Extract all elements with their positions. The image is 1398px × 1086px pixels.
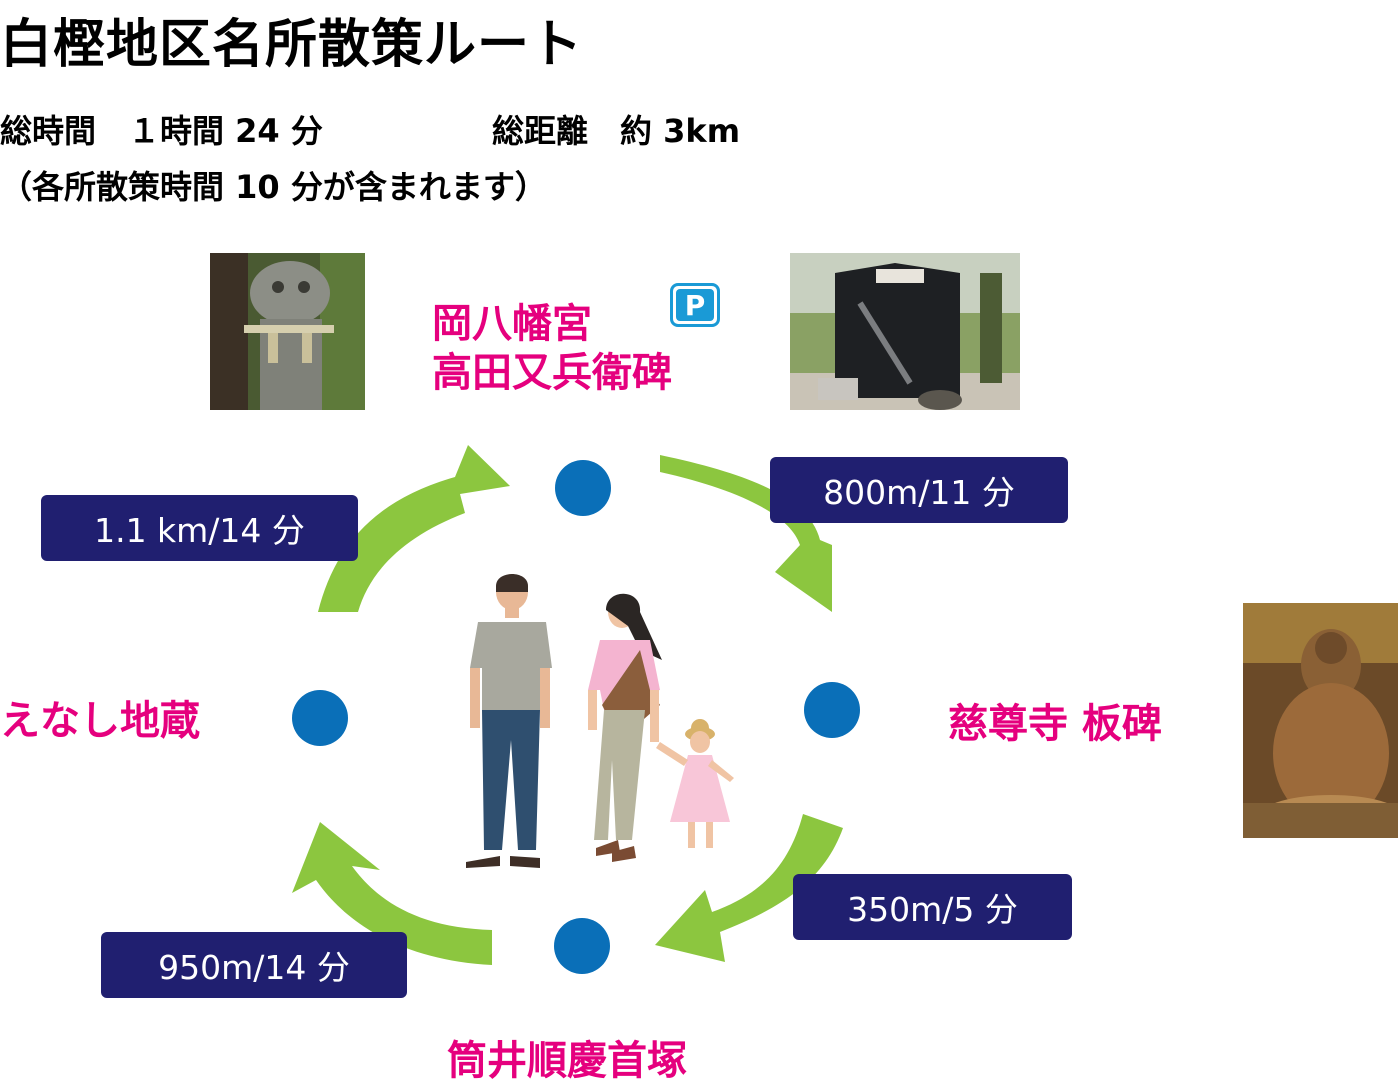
spot-top: 岡八幡宮 高田又兵衛碑 [432, 300, 672, 398]
parking-label: P [676, 289, 714, 322]
route-dot-left [292, 690, 348, 746]
route-dot-top [555, 460, 611, 516]
total-time: 総時間 １時間 24 分 [0, 112, 323, 150]
segment-top-right: 800m/11 分 [770, 457, 1068, 523]
route-dot-right [804, 682, 860, 738]
route-dot-bottom [554, 918, 610, 974]
page-title: 白樫地区名所散策ルート [0, 15, 584, 75]
family-illustration [466, 574, 734, 868]
arrow-bottom-left [292, 822, 492, 965]
arrow-top-right [660, 455, 832, 612]
komainu-photo [210, 253, 365, 410]
parking-icon: P [670, 283, 720, 327]
arrow-bottom-right [655, 814, 843, 962]
segment-bottom-left: 950m/14 分 [101, 932, 407, 998]
spot-top-line-1: 岡八幡宮 [432, 301, 592, 347]
spot-bottom: 筒井順慶首塚 [447, 1038, 687, 1084]
spot-top-line-2: 高田又兵衛碑 [432, 349, 672, 396]
segment-top-left: 1.1 km/14 分 [41, 495, 358, 561]
spot-right: 慈尊寺 板碑 [948, 701, 1162, 747]
time-note: （各所散策時間 10 分が含まれます） [0, 168, 547, 206]
monument-photo [790, 253, 1020, 410]
arrow-top-left [318, 445, 510, 612]
segment-bottom-right: 350m/5 分 [793, 874, 1072, 940]
spot-left: えなし地蔵 [0, 698, 200, 744]
total-distance: 総距離 約 3km [492, 112, 741, 150]
buddha-photo [1243, 603, 1398, 838]
